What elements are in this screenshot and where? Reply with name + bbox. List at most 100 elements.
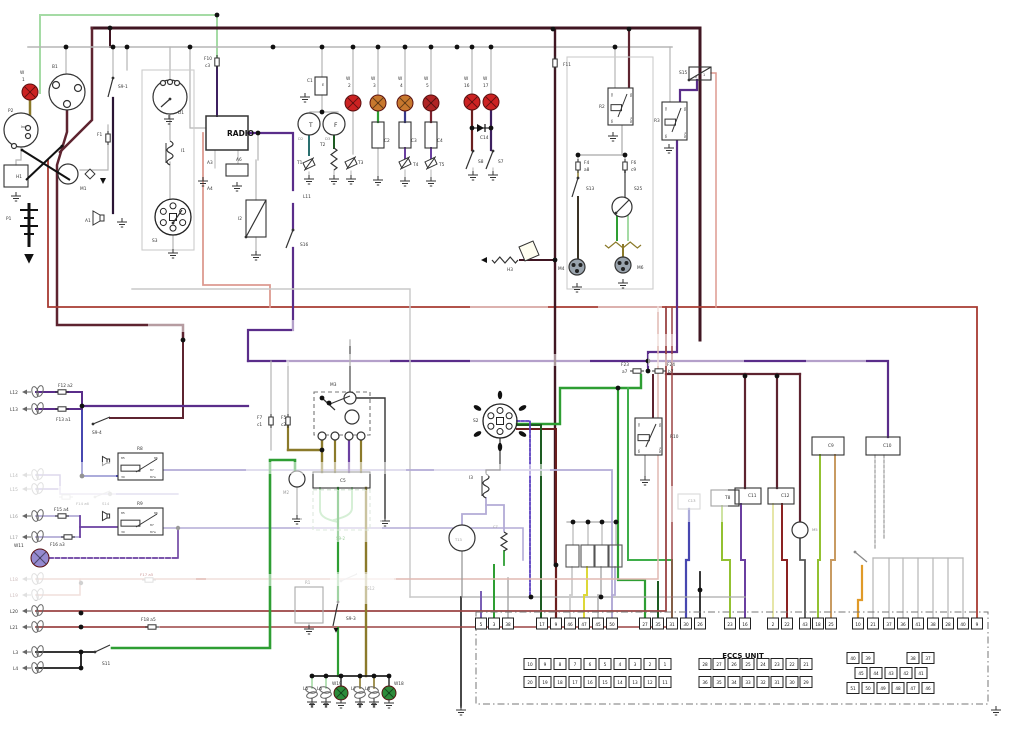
component-box-19: [594, 544, 609, 568]
lamp-symbol-part: [36, 402, 44, 414]
ground-icon: [321, 698, 331, 708]
label-c3: c3: [205, 63, 210, 69]
switch-pivot: [614, 211, 618, 215]
junction-dot: [350, 44, 356, 50]
lamp-symbol-part: [22, 624, 27, 630]
label-m2: M2: [283, 490, 289, 495]
label-34: 34: [731, 680, 737, 685]
label-87a: 87a: [150, 475, 156, 479]
lamp-symbol: [22, 402, 44, 415]
label-50: 50: [609, 622, 615, 627]
lamp-symbol-part: [31, 605, 39, 617]
fuse-icon: [654, 368, 664, 374]
junction-dot: [371, 673, 377, 679]
label-s2: S2: [473, 418, 479, 424]
watermark-patch-10: [806, 354, 866, 366]
lamp-symbol-part: [36, 509, 44, 521]
eccs-grid-cell-29: [799, 676, 813, 688]
wire-23: [246, 131, 295, 192]
bulb-filament: [347, 97, 359, 109]
eccs-pin-35: [652, 617, 664, 630]
eccs-pin-3: [488, 617, 500, 630]
eccs-pin-37: [883, 617, 895, 630]
wire-94: [740, 503, 746, 619]
eccs-grid-cell-48: [891, 682, 905, 694]
lamp-symbol-part: [367, 686, 379, 694]
antenna-flag-icon: [518, 240, 540, 262]
label-86: 86: [629, 93, 633, 97]
label-87a: 87a: [658, 447, 662, 453]
label-27: 27: [642, 622, 648, 627]
lamp-symbol-part: [22, 665, 27, 671]
label-6: 6: [589, 662, 592, 667]
ground-icon: [346, 175, 356, 185]
component-circle-11: [344, 409, 360, 425]
component-circle-2: [57, 163, 79, 185]
label-86: 86: [154, 511, 158, 515]
label-51: 51: [850, 686, 856, 691]
label-21: 21: [870, 622, 876, 627]
junction-dot: [553, 562, 559, 568]
ground-icon: [664, 144, 674, 154]
eccs-pin-38: [502, 617, 514, 630]
watermark-patch-4: [262, 334, 354, 346]
sensor-line: [425, 156, 437, 170]
eccs-pin-23: [724, 617, 736, 630]
relay-switch-icon: [671, 107, 682, 133]
watermark-patch-8: [470, 354, 590, 366]
eccs-grid-cell-25: [741, 658, 755, 670]
wire-121: [583, 566, 588, 619]
fuse-icon: [105, 133, 111, 143]
label-l11: L11: [303, 194, 311, 200]
label-43: 43: [802, 622, 808, 627]
label-40: 40: [960, 622, 966, 627]
eccs-grid-cell-12: [643, 676, 657, 688]
label-5: 5: [480, 622, 483, 627]
switch-line-17: [245, 199, 267, 238]
watermark-patch-12: [58, 486, 190, 504]
wire-26: [246, 359, 890, 439]
label-r8: R8: [137, 446, 143, 452]
switch-pivot: [168, 97, 172, 101]
distributor-terminal: [169, 224, 177, 232]
junction-dot: [428, 44, 434, 50]
label-9: 9: [976, 622, 979, 627]
ground-icon: [618, 279, 628, 289]
label-b1: B1: [52, 64, 58, 70]
junction-dot: [469, 125, 475, 131]
arrow-icon: [100, 178, 106, 184]
eccs-grid-cell-7: [568, 658, 582, 670]
distributor: [154, 198, 192, 236]
spark-plug-icon: [473, 431, 482, 437]
switch-line-4: [485, 150, 494, 170]
label-f23: F23: [621, 362, 629, 368]
eccs-pin-41: [912, 617, 924, 630]
label-19: 19: [542, 680, 548, 685]
eccs-grid-cell-4: [613, 658, 627, 670]
label-85: 85: [637, 449, 641, 453]
eccs-pin-5: [475, 617, 487, 630]
wire-97: [799, 537, 806, 619]
label-m4: M4: [558, 266, 565, 272]
sensor-line: [345, 156, 357, 170]
label-m5: M5: [812, 527, 818, 532]
label-8: 8: [559, 662, 562, 667]
lamp-symbol-part: [22, 513, 27, 519]
label-35: 35: [655, 622, 661, 627]
junction-dot: [550, 26, 556, 32]
arrow-icon: [333, 628, 339, 633]
label-s15: S15: [679, 70, 687, 76]
label-46: 46: [567, 622, 573, 627]
eccs-grid-cell-22: [785, 658, 799, 670]
junction-dot: [79, 403, 85, 409]
junction-dot: [78, 624, 84, 630]
label-l18: L18: [10, 577, 18, 583]
label-w: W: [424, 76, 429, 82]
label-f: F: [334, 122, 338, 129]
relay-box: [661, 101, 688, 141]
eccs-grid-cell-35: [712, 676, 726, 688]
watermark-patch-15: [300, 490, 382, 542]
watermark-patch-5: [424, 334, 536, 346]
eccs-grid-cell-28: [698, 658, 712, 670]
eccs-grid-cell-14: [613, 676, 627, 688]
